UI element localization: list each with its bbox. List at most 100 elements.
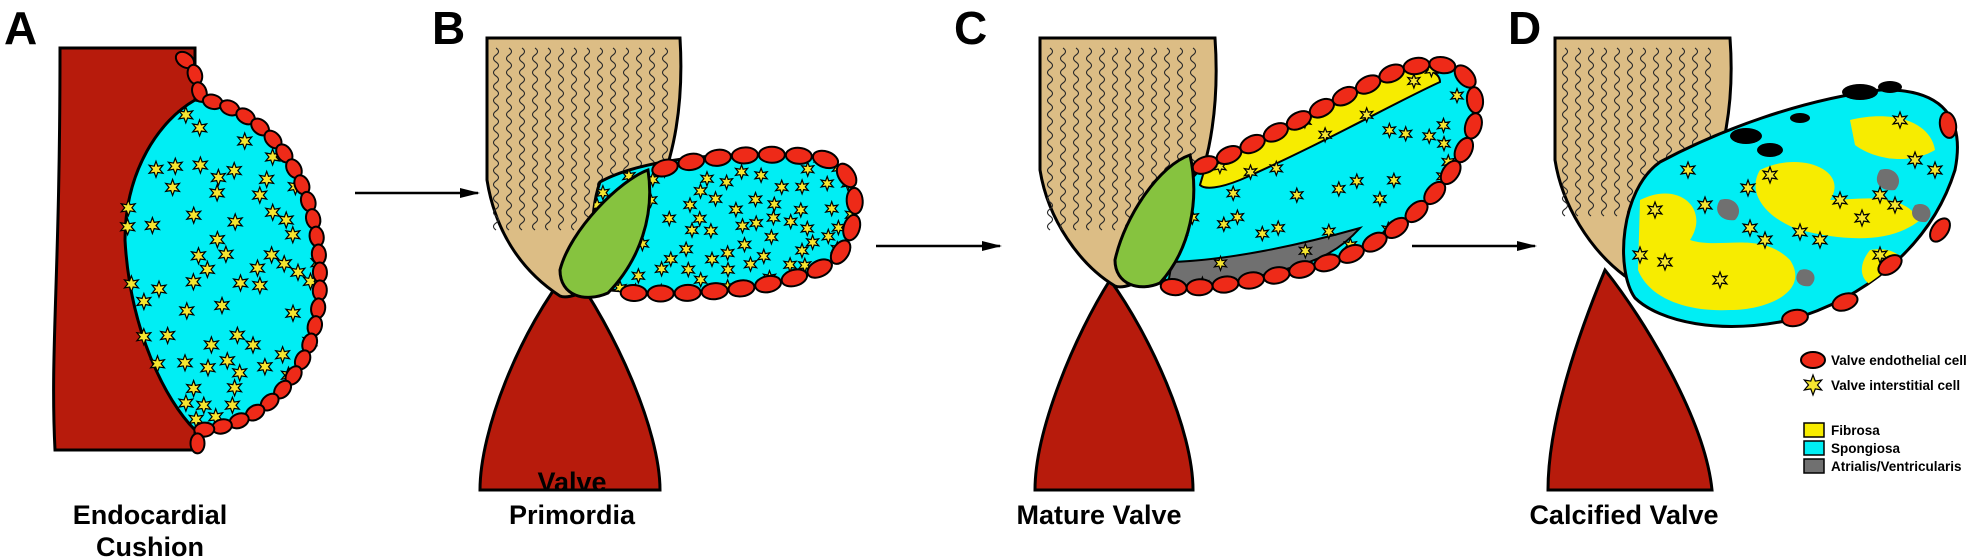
interstitial-cell — [159, 325, 177, 346]
endothelial-cell — [619, 284, 648, 303]
interstitial-cells-d — [1631, 110, 1944, 290]
interstitial-cell — [203, 335, 220, 355]
interstitial-cell — [1449, 86, 1465, 105]
endothelial-cell — [727, 279, 756, 298]
endothelial-cell — [1831, 292, 1859, 312]
interstitial-cell — [225, 160, 243, 181]
interstitial-cell — [119, 198, 137, 218]
interstitial-cell — [1853, 208, 1871, 228]
endothelial-cell — [757, 145, 786, 164]
interstitial-cell — [1739, 178, 1757, 198]
interstitial-cell — [191, 118, 209, 138]
legend: Valve endothelial cell Valve interstitia… — [1800, 351, 1967, 474]
interstitial-cell — [1270, 219, 1286, 237]
interstitial-cell — [213, 295, 231, 316]
myocardium-base-c — [1033, 277, 1195, 492]
interstitial-cell — [774, 178, 790, 196]
interstitial-cell — [1398, 125, 1414, 143]
endothelial-cell — [1185, 278, 1214, 297]
interstitial-cell — [284, 225, 302, 245]
interstitial-cell — [199, 259, 216, 280]
interstitial-cell — [1349, 172, 1365, 190]
interstitial-cell — [166, 156, 184, 176]
interstitial-cell — [147, 159, 165, 180]
endothelial-cell — [754, 274, 782, 294]
interstitial-cell — [1297, 242, 1314, 260]
interstitial-cell — [699, 170, 715, 188]
caption-d: Calcified Valve — [1529, 500, 1718, 530]
endothelial-cell — [646, 284, 675, 303]
annulus-b — [558, 167, 652, 299]
endothelial-cell — [704, 148, 732, 167]
interstitial-cell — [1435, 116, 1452, 135]
interstitial-cell — [719, 244, 736, 262]
interstitial-cell — [680, 260, 696, 279]
interstitial-cell — [1711, 270, 1729, 290]
endothelial-cell — [730, 146, 759, 165]
interstitial-cell — [1317, 126, 1333, 144]
interstitial-cell — [1656, 252, 1674, 272]
interstitial-cell — [678, 240, 694, 258]
endothelial-cell — [700, 282, 729, 301]
interstitial-cell — [224, 395, 241, 415]
interstitial-cell — [763, 228, 780, 246]
interstitial-cell — [258, 169, 276, 190]
interstitial-cell — [217, 244, 235, 265]
myocardium-base-d — [1546, 267, 1714, 492]
interstitial-cells-c — [1173, 64, 1465, 288]
endothelial-cell — [845, 186, 864, 215]
interstitial-cell — [144, 215, 161, 236]
endothelial-cell — [1938, 111, 1958, 139]
interstitial-cell — [274, 344, 291, 365]
interstitial-cell — [1886, 195, 1904, 215]
interstitial-cell — [284, 303, 302, 323]
interstitial-cell — [1212, 254, 1229, 273]
endothelial-cell — [829, 239, 852, 265]
interstitial-cell — [1679, 160, 1697, 180]
interstitial-cell — [742, 255, 759, 273]
interstitial-cell — [1254, 224, 1270, 243]
interstitial-cell — [232, 273, 250, 293]
interstitial-cell — [748, 214, 764, 232]
interstitial-cell — [218, 351, 236, 371]
caption-a-line2: Cushion — [96, 532, 204, 559]
interstitial-cell — [1242, 163, 1259, 181]
interstitial-cell — [824, 199, 840, 218]
interstitial-cell — [236, 131, 254, 151]
red-oval-icon — [1800, 351, 1826, 369]
vessel-texture-c — [1046, 47, 1197, 231]
panel-d: D Calcified Valve — [1508, 2, 1959, 530]
interstitial-cell — [707, 190, 724, 208]
interstitial-cell — [1646, 200, 1664, 220]
legend-label-endothelial: Valve endothelial cell — [1831, 353, 1967, 368]
yellow-star-icon — [1802, 373, 1824, 397]
interstitial-cell — [663, 250, 679, 268]
interstitial-cell — [249, 258, 266, 278]
caption-a-line1: Endocardial — [73, 500, 228, 530]
interstitial-cell — [251, 275, 269, 296]
interstitial-cell — [189, 246, 207, 266]
interstitial-cell — [275, 254, 293, 274]
endothelial-cells-b — [619, 145, 864, 303]
interstitial-cell — [119, 217, 137, 237]
interstitial-cell — [1802, 373, 1824, 397]
legend-label-fibrosa: Fibrosa — [1831, 423, 1880, 438]
interstitial-cell — [123, 274, 140, 294]
interstitial-cell — [208, 183, 226, 203]
interstitial-cell — [264, 202, 282, 223]
endothelial-cell — [651, 158, 679, 178]
interstitial-cell — [150, 279, 168, 299]
interstitial-cell — [661, 209, 677, 228]
panel-a: A Endocardial Cushion — [4, 2, 328, 559]
interstitial-cell — [747, 190, 764, 209]
interstitial-cell — [1926, 160, 1944, 180]
panel-letter-c: C — [954, 2, 987, 54]
legend-label-interstitial: Valve interstitial cell — [1831, 378, 1960, 393]
interstitial-cell — [251, 185, 269, 205]
endothelial-cell — [811, 149, 840, 170]
endothelial-cell — [806, 258, 833, 279]
spongiosa-swatch — [1803, 440, 1825, 456]
interstitial-cell — [682, 196, 698, 214]
panel-letter-d: D — [1508, 2, 1541, 54]
legend-label-spongiosa: Spongiosa — [1831, 441, 1900, 456]
